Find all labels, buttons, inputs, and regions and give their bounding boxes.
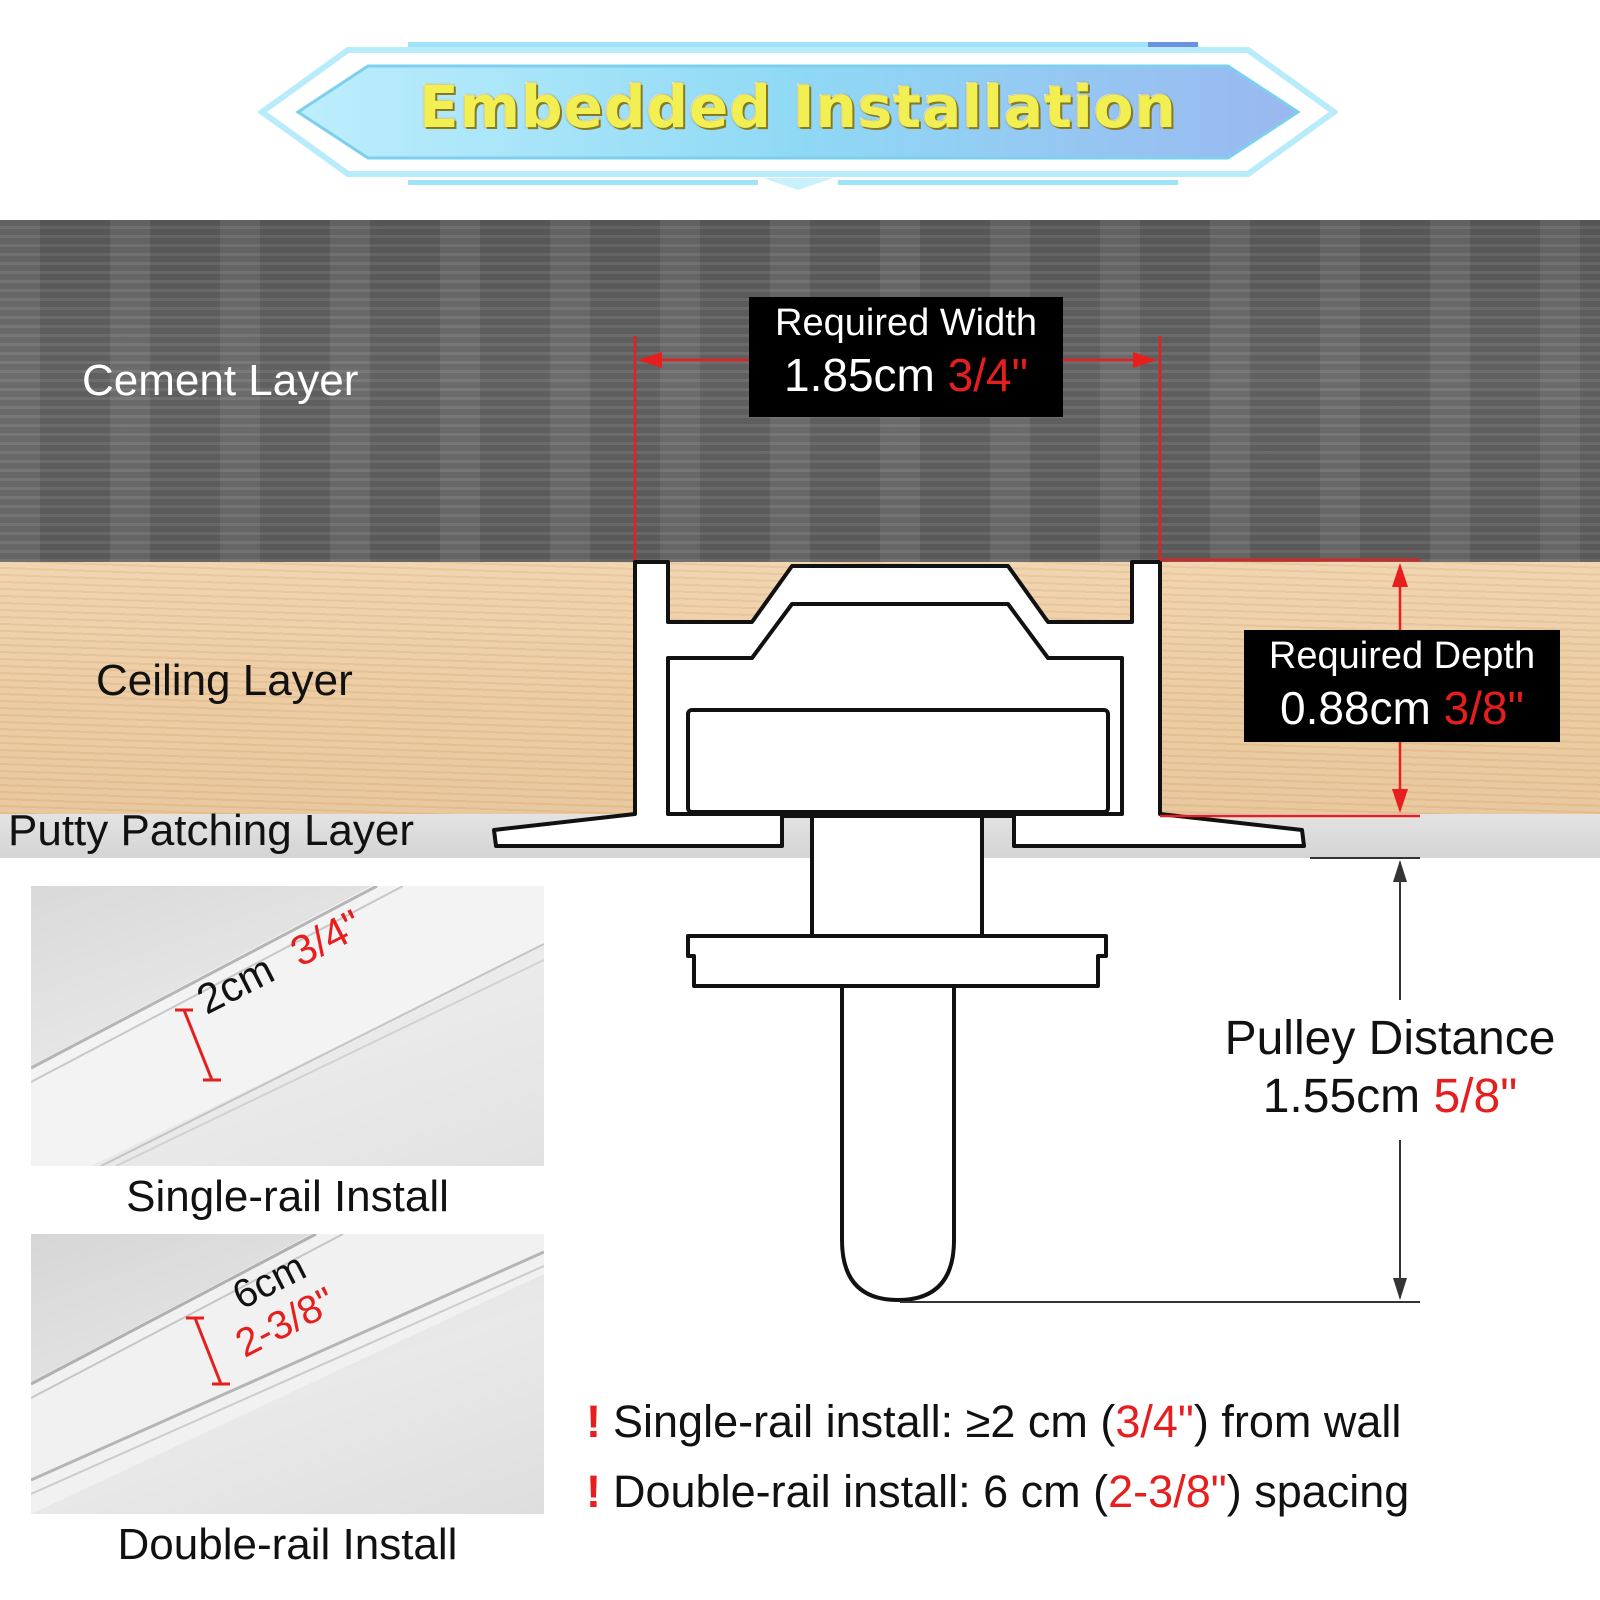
putty-patching-layer [0, 814, 1600, 858]
required-width-title: Required Width [775, 302, 1037, 344]
note-single-rail-suffix: ) from wall [1193, 1396, 1402, 1447]
required-depth-dimension [1160, 558, 1420, 818]
required-depth-title: Required Depth [1268, 635, 1536, 677]
pulley-distance-value: 1.55cm 5/8" [1180, 1068, 1600, 1126]
pulley-distance-metric: 1.55cm [1262, 1069, 1421, 1123]
pulley-distance-label: Pulley Distance 1.55cm 5/8" [1180, 1010, 1600, 1125]
required-depth-metric: 0.88cm [1280, 681, 1431, 734]
double-rail-photo: 6cm 2-3/8" [31, 1234, 544, 1514]
required-width-label: Required Width 1.85cm 3/4" [749, 297, 1063, 417]
double-rail-illustration [31, 1234, 544, 1514]
required-depth-value: 0.88cm 3/8" [1244, 680, 1560, 738]
pulley-distance-title: Pulley Distance [1224, 1012, 1556, 1065]
required-width-metric: 1.85cm [784, 348, 935, 401]
note-double-rail-suffix: ) spacing [1226, 1466, 1410, 1517]
note-double-rail-text: Double-rail install: 6 cm ( [613, 1466, 1109, 1517]
single-rail-caption: Single-rail Install [126, 1172, 449, 1221]
note-double-rail-highlight: 2-3/8" [1108, 1466, 1227, 1517]
warning-icon: ! [586, 1396, 601, 1447]
pulley-distance-imperial: 5/8" [1433, 1069, 1518, 1123]
note-single-rail-highlight: 3/4" [1115, 1396, 1194, 1447]
single-rail-illustration [31, 886, 544, 1166]
pulley-distance-dimension [900, 857, 1420, 1303]
note-single-rail: !Single-rail install: ≥2 cm (3/4") from … [586, 1396, 1401, 1448]
banner-background [258, 42, 1338, 190]
rail-profile [492, 560, 1306, 1302]
required-depth-label: Required Depth 0.88cm 3/8" [1244, 630, 1560, 742]
cement-layer-label: Cement Layer [82, 356, 359, 405]
required-width-imperial: 3/4" [947, 348, 1028, 401]
required-width-dimension [633, 336, 1162, 560]
banner-title: Embedded Installation [419, 73, 1177, 141]
single-rail-photo: 2cm 3/4" [31, 886, 544, 1166]
warning-icon: ! [586, 1466, 601, 1517]
ceiling-layer-label: Ceiling Layer [96, 656, 353, 705]
required-depth-imperial: 3/8" [1443, 681, 1524, 734]
note-single-rail-text: Single-rail install: ≥2 cm ( [613, 1396, 1116, 1447]
double-rail-caption: Double-rail Install [117, 1520, 458, 1569]
note-double-rail: !Double-rail install: 6 cm (2-3/8") spac… [586, 1466, 1409, 1518]
required-width-value: 1.85cm 3/4" [749, 347, 1063, 405]
putty-layer-label: Putty Patching Layer [8, 806, 415, 855]
